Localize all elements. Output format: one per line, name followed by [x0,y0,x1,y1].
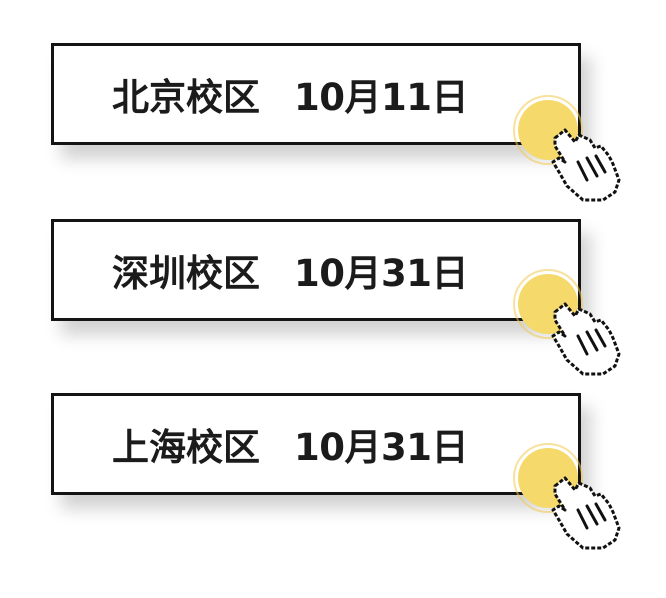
campus-button-shanghai[interactable]: 上海校区 10月31日 [51,393,581,495]
campus-name: 深圳校区 [112,252,260,295]
campus-label: 深圳校区 10月31日 [112,222,468,318]
campus-label: 上海校区 10月31日 [112,396,468,492]
campus-date: 10月31日 [294,252,468,295]
campus-name: 北京校区 [112,76,260,119]
campus-name: 上海校区 [112,426,260,469]
campus-button-shenzhen[interactable]: 深圳校区 10月31日 [51,219,581,321]
campus-label: 北京校区 10月11日 [112,46,468,142]
campus-button-beijing[interactable]: 北京校区 10月11日 [51,43,581,145]
campus-date: 10月31日 [294,426,468,469]
campus-date: 10月11日 [294,76,468,119]
